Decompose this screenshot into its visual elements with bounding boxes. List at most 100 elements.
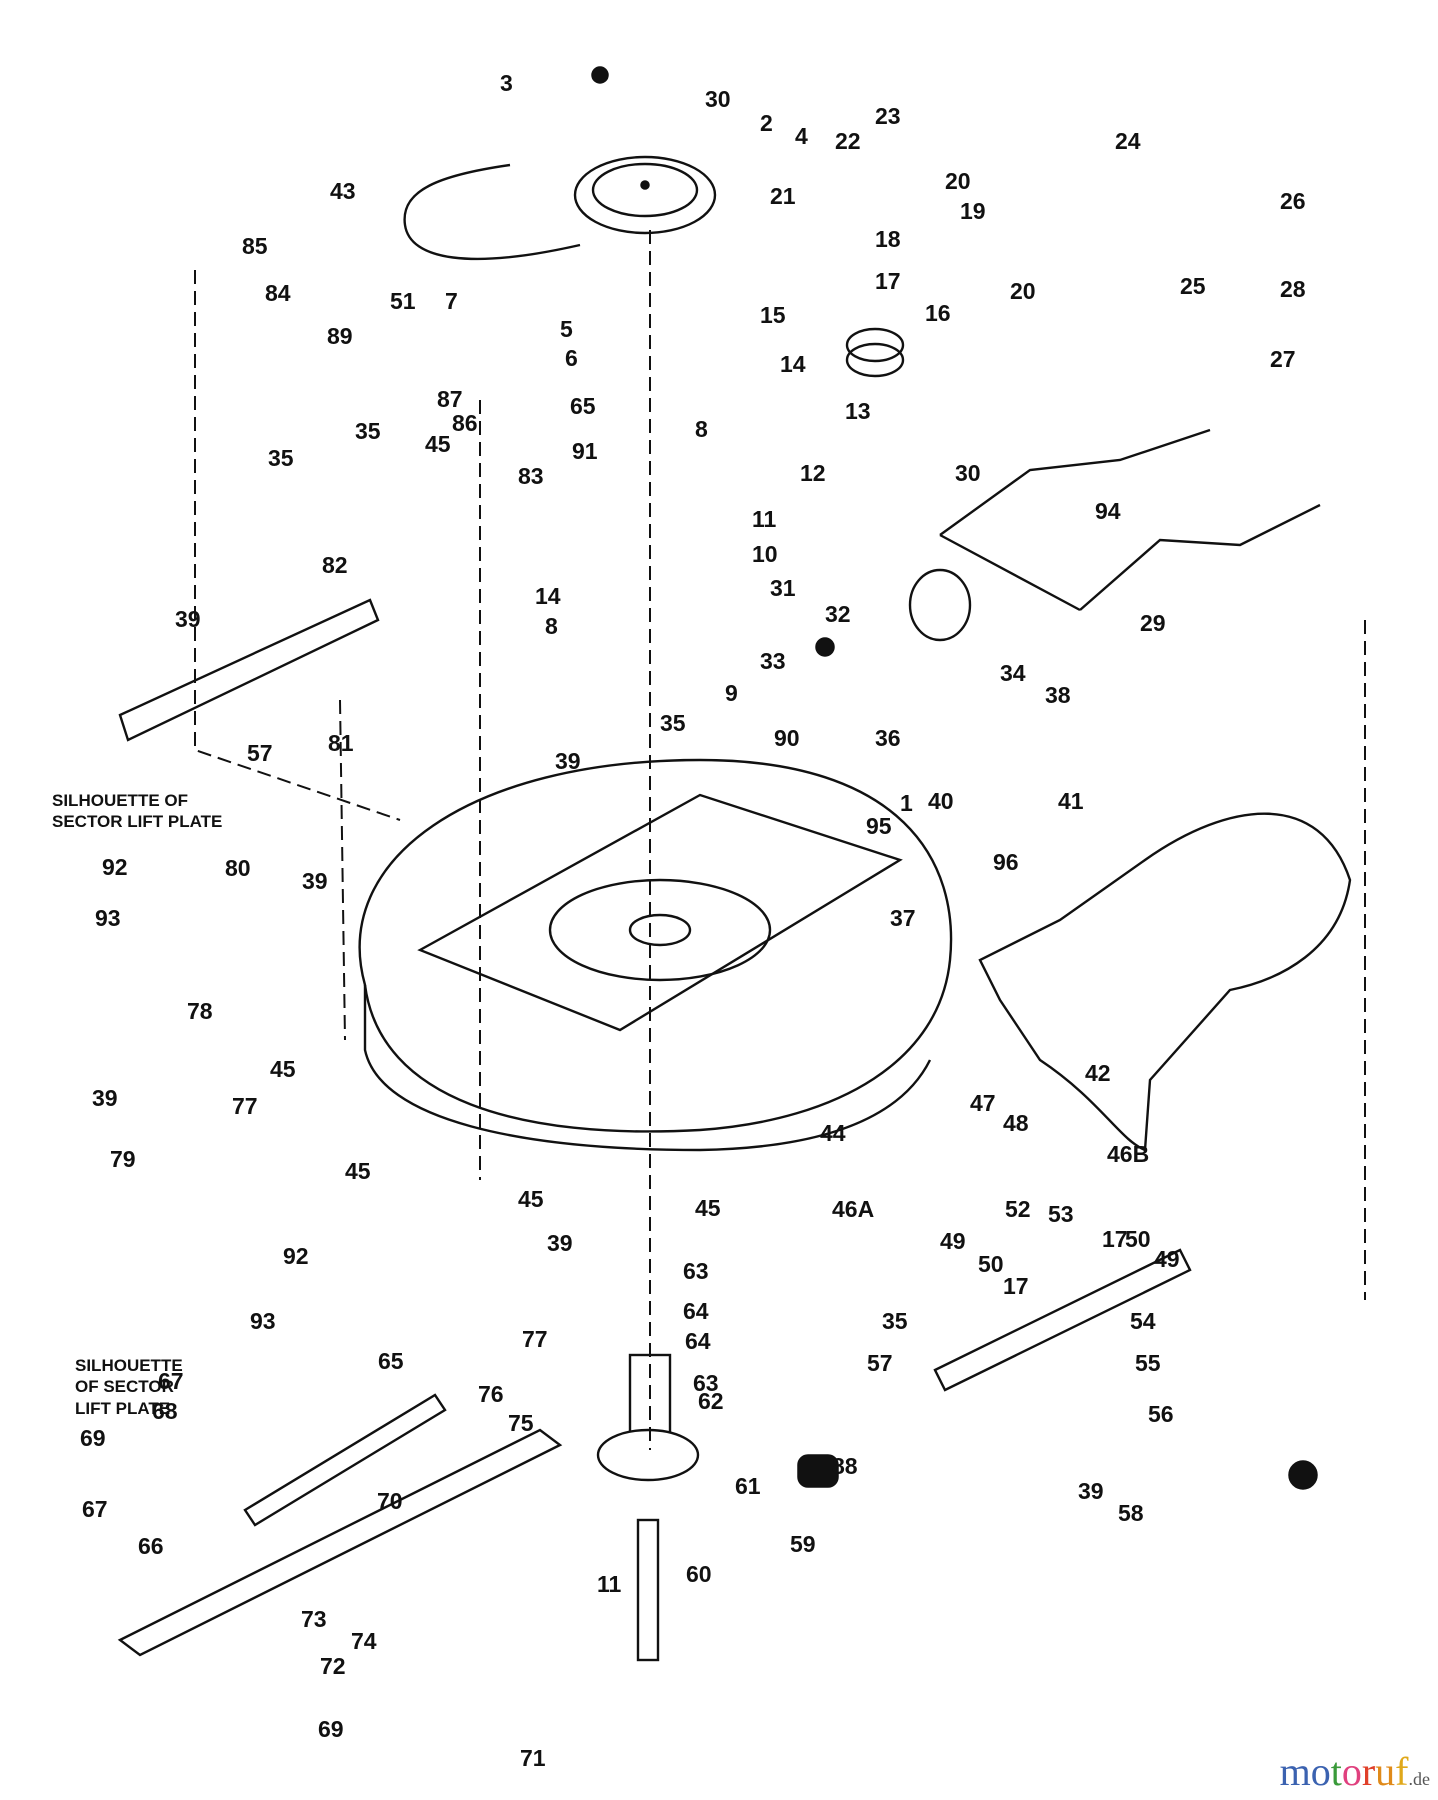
callout-label-part-17: 17: [1102, 1226, 1128, 1252]
callout-label-part-89: 89: [327, 323, 353, 349]
callout-label-part-50: 50: [1125, 1226, 1151, 1252]
callout-label-part-75: 75: [508, 1410, 534, 1436]
callout-label-part-20: 20: [945, 168, 971, 194]
callout-label-part-36: 36: [875, 725, 901, 751]
watermark-suffix: .de: [1408, 1769, 1431, 1789]
callout-label-part-12: 12: [800, 460, 826, 486]
belt-part-43: [403, 163, 581, 261]
callout-label-part-39: 39: [92, 1085, 118, 1111]
mower-deck-part-1: [358, 758, 953, 1152]
callout-label-part-49: 49: [1154, 1246, 1180, 1272]
callout-label-part-14: 14: [780, 351, 806, 377]
callout-label-part-11: 11: [597, 1571, 622, 1597]
callout-label-part-11: 11: [752, 506, 777, 532]
callout-label-part-10: 10: [752, 541, 778, 567]
callout-label-part-86: 86: [452, 410, 478, 436]
callout-label-part-67: 67: [82, 1496, 108, 1522]
callout-label-part-57: 57: [867, 1350, 893, 1376]
callout-label-part-45: 45: [695, 1195, 721, 1221]
callout-label-part-30: 30: [955, 460, 981, 486]
callout-label-part-67: 67: [158, 1368, 184, 1394]
silhouette-note-bottom: SILHOUETTE OF SECTOR LIFT PLATE: [75, 1356, 183, 1418]
callout-label-part-79: 79: [110, 1146, 136, 1172]
callout-label-part-3: 3: [500, 70, 513, 96]
callout-label-part-50: 50: [978, 1251, 1004, 1277]
callout-label-part-21: 21: [770, 183, 796, 209]
callout-label-part-90: 90: [774, 725, 800, 751]
callout-label-part-78: 78: [187, 998, 213, 1024]
callout-label-part-29: 29: [1140, 610, 1166, 636]
callout-label-part-27: 27: [1270, 346, 1296, 372]
callout-label-part-42: 42: [1085, 1060, 1111, 1086]
callout-label-part-19: 19: [960, 198, 986, 224]
callout-label-part-58: 58: [1118, 1500, 1144, 1526]
callout-label-part-23: 23: [875, 103, 901, 129]
callout-label-part-85: 85: [242, 233, 268, 259]
callout-label-part-8: 8: [695, 416, 708, 442]
callout-label-part-57: 57: [247, 740, 273, 766]
callout-label-part-4: 4: [795, 123, 808, 149]
watermark-letter: o: [1310, 1749, 1331, 1794]
idler-pulley-part-16: [845, 327, 905, 378]
callout-label-part-60: 60: [686, 1561, 712, 1587]
watermark-letter: t: [1330, 1749, 1342, 1794]
callout-label-part-53: 53: [1048, 1201, 1074, 1227]
callout-label-part-48: 48: [1003, 1110, 1029, 1136]
fastener-markers: [591, 66, 1318, 1490]
callout-label-part-77: 77: [522, 1326, 548, 1352]
callout-label-part-84: 84: [265, 280, 291, 306]
callout-label-part-41: 41: [1058, 788, 1084, 814]
callout-label-part-5: 5: [560, 316, 573, 342]
callout-label-part-45: 45: [270, 1056, 296, 1082]
callout-label-part-15: 15: [760, 302, 786, 328]
callout-label-part-31: 31: [770, 575, 796, 601]
callout-label-part-95: 95: [866, 813, 892, 839]
callout-label-part-9: 9: [725, 680, 738, 706]
watermark-letter: o: [1341, 1749, 1362, 1794]
assembly-guide-lines: [194, 230, 1366, 1450]
callout-label-part-87: 87: [437, 386, 463, 412]
bracket-part-57-left: [118, 598, 380, 742]
callout-label-part-38: 38: [1045, 682, 1071, 708]
spindle-assembly-part-59: [596, 1353, 700, 1662]
callout-label-part-39: 39: [175, 606, 201, 632]
callout-label-part-40: 40: [928, 788, 954, 814]
callout-label-part-14: 14: [535, 583, 561, 609]
callout-label-part-72: 72: [320, 1653, 346, 1679]
callout-label-part-81: 81: [328, 730, 354, 756]
watermark-letter: u: [1375, 1749, 1396, 1794]
callout-label-part-93: 93: [95, 905, 121, 931]
watermark-letter: m: [1279, 1749, 1311, 1794]
callout-label-part-24: 24: [1115, 128, 1141, 154]
callout-label-part-56: 56: [1148, 1401, 1174, 1427]
discharge-chute-part-41: [978, 812, 1352, 1152]
callout-label-part-43: 43: [330, 178, 356, 204]
callout-label-part-51: 51: [390, 288, 416, 314]
callout-label-part-52: 52: [1005, 1196, 1031, 1222]
callout-label-part-64: 64: [685, 1328, 711, 1354]
callout-label-part-39: 39: [302, 868, 328, 894]
callout-label-part-92: 92: [102, 854, 128, 880]
callout-label-part-17: 17: [875, 268, 901, 294]
callout-label-part-37: 37: [890, 905, 916, 931]
callout-label-part-62: 62: [698, 1388, 724, 1414]
callout-label-part-6: 6: [565, 345, 578, 371]
watermark-letter: f: [1395, 1749, 1409, 1794]
motoruf-watermark: motoruf.de: [1280, 1752, 1430, 1792]
callout-label-part-94: 94: [1095, 498, 1121, 524]
callout-label-part-76: 76: [478, 1381, 504, 1407]
callout-label-part-39: 39: [547, 1230, 573, 1256]
silhouette-note-top: SILHOUETTE OF SECTOR LIFT PLATE: [52, 791, 223, 832]
callout-label-part-30: 30: [705, 86, 731, 112]
callout-label-part-28: 28: [1280, 276, 1306, 302]
callout-label-part-8: 8: [545, 613, 558, 639]
callout-label-part-65: 65: [570, 393, 596, 419]
callout-label-part-35: 35: [268, 445, 294, 471]
callout-label-part-65: 65: [378, 1348, 404, 1374]
callout-label-part-39: 39: [555, 748, 581, 774]
callout-label-part-82: 82: [322, 552, 348, 578]
callout-label-part-26: 26: [1280, 188, 1306, 214]
callout-label-part-16: 16: [925, 300, 951, 326]
callout-label-part-18: 18: [875, 226, 901, 252]
